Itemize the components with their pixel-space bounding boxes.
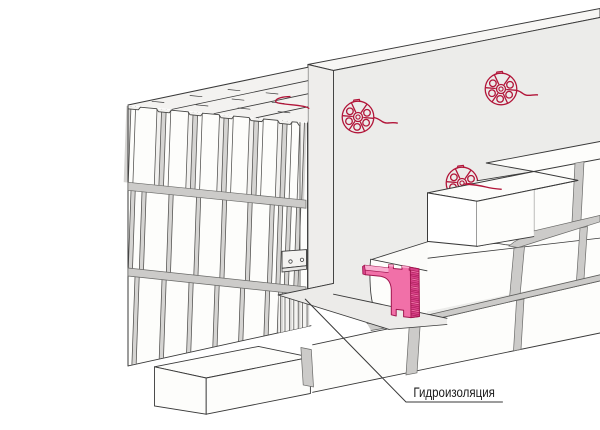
svg-text:Гидроизоляция: Гидроизоляция bbox=[413, 385, 495, 401]
